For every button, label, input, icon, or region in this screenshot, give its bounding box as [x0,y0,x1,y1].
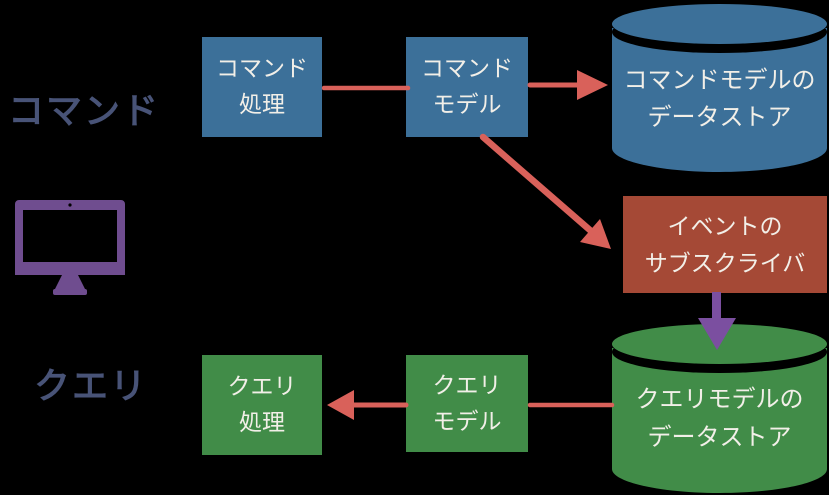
arrow-command-model-to-datastore [527,70,608,100]
node-label-line2: データストア [647,104,792,131]
cylinder-label: クエリモデルの データストア [612,320,827,493]
monitor-frame [15,200,125,275]
node-label-line1: コマンド [421,55,513,82]
node-command-handler: コマンド 処理 [202,37,322,137]
node-label-line2: 処理 [239,409,285,435]
command-row-label: コマンド [8,90,161,131]
arrow-head [577,70,608,100]
query-row-label: クエリ [34,365,149,406]
node-label-line1: クエリモデルの [635,386,804,414]
node-label-line2: データストア [647,423,792,451]
node-label-line1: クエリ [227,373,297,400]
monitor-base [53,289,87,295]
arrow-query-model-to-handler [327,390,409,420]
node-command-datastore: コマンドモデルの データストア [612,2,827,172]
node-command-model: コマンド モデル [406,37,528,137]
monitor-stand [55,275,85,289]
node-query-model: クエリ モデル [406,355,528,452]
cylinder-top [612,4,827,44]
node-label-line1: コマンド [216,55,308,82]
arrow-head [580,219,611,249]
node-label-line2: 処理 [239,91,285,117]
arrow-head [327,390,354,420]
node-label-line2: モデル [432,407,502,434]
monitor-icon [15,200,125,295]
node-query-handler: クエリ 処理 [202,355,322,455]
node-label-line1: コマンドモデルの [623,66,816,94]
cylinder-body [612,28,827,172]
arrow-stem [479,133,595,235]
node-label-line1: クエリ [432,371,502,398]
arrow-command-model-to-subscriber [479,133,611,249]
node-label-line1: イベントの [667,212,783,239]
cylinder-label: コマンドモデルの データストア [612,2,827,172]
cylinder-shape [612,4,827,172]
node-label-line2: モデル [432,91,502,117]
cylinder-body [612,348,827,493]
node-query-datastore: クエリモデルの データストア [612,320,827,493]
node-event-subscriber: イベントの サブスクライバ [623,196,827,293]
node-label-line2: サブスクライバ [644,249,806,276]
monitor-camera-dot [68,203,72,207]
